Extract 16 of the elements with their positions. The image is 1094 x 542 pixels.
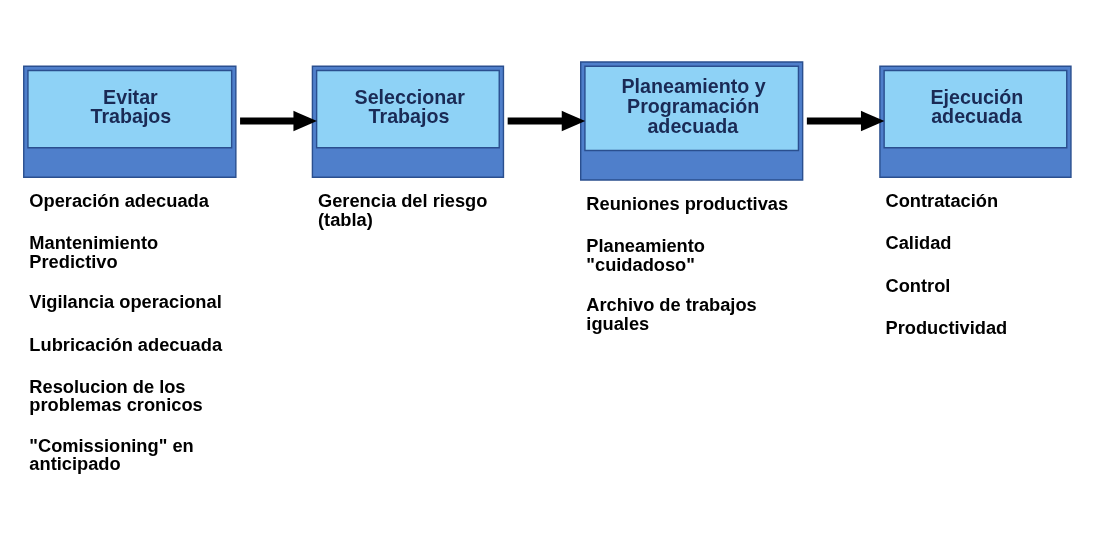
node-label: Operación adecuada <box>29 190 209 212</box>
node-label: Productividad <box>885 316 1008 338</box>
node-label: Archivo de trabajos iguales <box>586 294 757 334</box>
node-label: "Comissioning" en anticipado <box>29 434 194 474</box>
node-label: Lubricación adecuada <box>29 333 223 355</box>
node-label: Gerencia del riesgo (tabla) <box>318 190 488 230</box>
node-label: Vigilancia operacional <box>29 291 222 313</box>
node-label: Planeamiento "cuidadoso" <box>586 235 705 275</box>
node-label: Resolucion de los problemas cronicos <box>29 375 203 415</box>
arrow <box>806 110 885 132</box>
node-label: Control <box>885 274 951 296</box>
node-label: Reuniones productivas <box>586 193 789 215</box>
arrow <box>507 110 586 132</box>
node-label: Calidad <box>885 232 952 254</box>
node-label: Mantenimiento Predictivo <box>29 232 159 272</box>
node-label: Contratación <box>885 190 999 212</box>
